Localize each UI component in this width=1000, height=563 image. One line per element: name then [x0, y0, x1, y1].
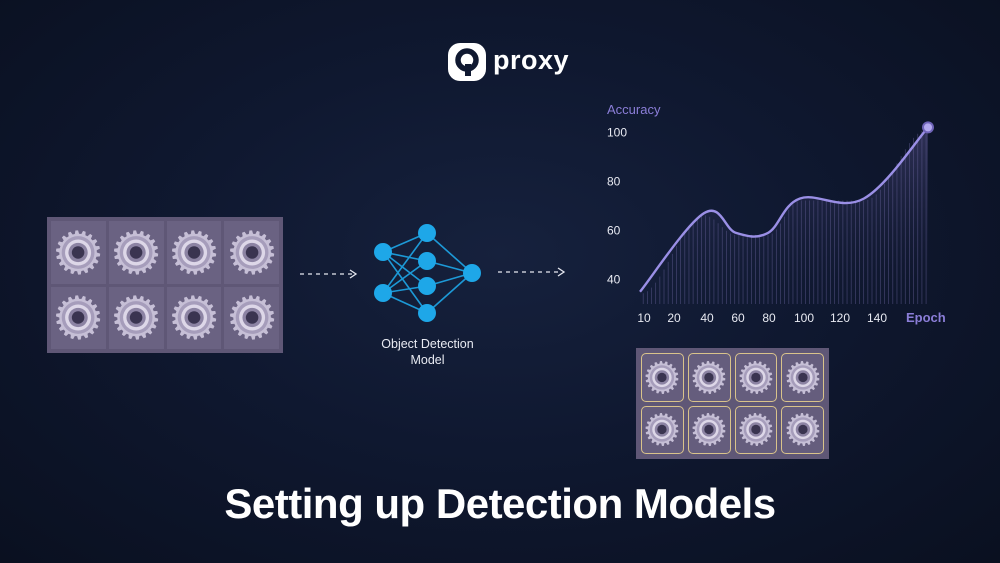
input-gear-images [47, 217, 283, 353]
x-axis-label: Epoch [906, 310, 946, 325]
gear-icon [56, 295, 101, 340]
detected-gear-tile [641, 405, 684, 454]
detected-gear-tile [781, 405, 824, 454]
hidden-node [418, 224, 436, 242]
dashed-arrow-icon [498, 267, 566, 277]
y-tick-label: 100 [607, 125, 627, 139]
neural-network-icon [374, 224, 481, 322]
x-tick-label: 60 [731, 311, 745, 325]
dashed-arrow-icon [300, 269, 358, 279]
detected-gear-tile [734, 405, 778, 454]
gear-icon [692, 413, 726, 447]
gear-icon [692, 360, 726, 394]
x-tick-label: 140 [867, 311, 887, 325]
accuracy-chart: Accuracy 40 60 80 100 10 20 40 60 80 100 120 140 E… [607, 102, 946, 325]
gear-tile [166, 221, 222, 284]
gear-icon [114, 230, 159, 275]
end-point-marker [922, 121, 934, 134]
accuracy-line [639, 126, 929, 293]
hidden-node [418, 252, 436, 270]
gear-tile [224, 221, 279, 284]
x-tick-label: 40 [700, 311, 714, 325]
gear-icon [786, 413, 820, 447]
model-label: Object Detection Model [360, 336, 495, 368]
logo-mark-icon [448, 43, 486, 81]
detected-gear-tile [687, 405, 731, 454]
input-node [374, 243, 392, 261]
gear-icon [739, 413, 773, 447]
hidden-node [418, 304, 436, 322]
gear-tile [108, 221, 164, 284]
gear-tile [51, 286, 106, 349]
detected-gear-tile [734, 353, 778, 402]
hidden-node [418, 277, 436, 295]
y-tick-label: 80 [607, 174, 621, 188]
x-tick-label: 20 [667, 311, 681, 325]
detected-gear-images [636, 348, 829, 459]
x-tick-label: 80 [762, 311, 776, 325]
gear-tile [108, 286, 164, 349]
gear-tile [51, 221, 106, 284]
gear-tile [224, 286, 279, 349]
gear-icon [786, 360, 820, 394]
logo-text: proxy [493, 45, 570, 75]
y-tick-label: 40 [607, 272, 621, 286]
gear-icon [171, 295, 216, 340]
gear-icon [229, 295, 274, 340]
gear-tile [166, 286, 222, 349]
page-title: Setting up Detection Models [224, 480, 776, 527]
gear-icon [171, 230, 216, 275]
x-tick-label: 120 [830, 311, 850, 325]
accuracy-area [640, 127, 928, 305]
detected-gear-tile [781, 353, 824, 402]
gear-icon [645, 413, 679, 447]
model-label-line1: Object Detection [381, 337, 474, 351]
detected-gear-tile [687, 353, 731, 402]
y-axis-label: Accuracy [607, 102, 661, 117]
gear-icon [229, 230, 274, 275]
gear-icon [739, 360, 773, 394]
x-tick-label: 100 [794, 311, 814, 325]
output-node [463, 264, 481, 282]
gear-icon [645, 360, 679, 394]
x-tick-label: 10 [637, 311, 651, 325]
gear-icon [114, 295, 159, 340]
detected-gear-tile [641, 353, 684, 402]
input-node [374, 284, 392, 302]
y-tick-label: 60 [607, 223, 621, 237]
proxy-logo: proxy [447, 42, 569, 82]
gear-icon [56, 230, 101, 275]
model-label-line2: Model [410, 353, 445, 367]
